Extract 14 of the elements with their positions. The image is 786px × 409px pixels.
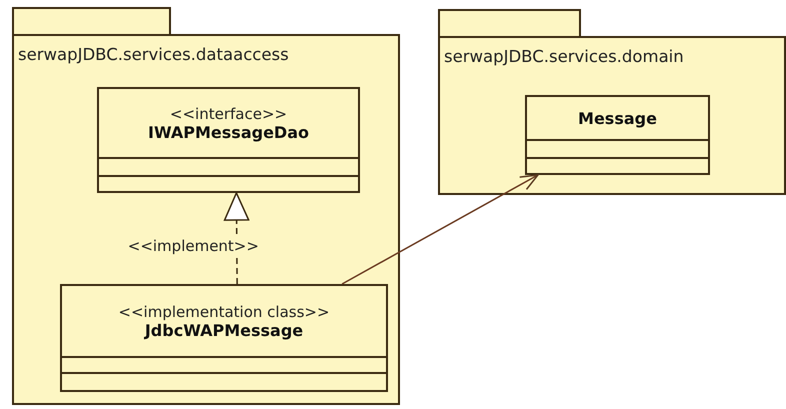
stereotype-label: <<interface>>: [170, 104, 288, 122]
package-name: serwapJDBC.services.domain: [444, 47, 684, 66]
class-box: [97, 87, 360, 193]
class-name: JdbcWAPMessage: [144, 320, 304, 340]
dependency-arrow: [342, 174, 539, 285]
package-frame: [12, 7, 400, 405]
package-name: serwapJDBC.services.dataaccess: [18, 45, 289, 64]
class-name: IWAPMessageDao: [148, 122, 309, 142]
class-box: [525, 95, 710, 175]
class-name: Message: [578, 108, 657, 128]
edge-label: <<implement>>: [126, 236, 260, 254]
class-box: [60, 284, 388, 392]
stereotype-label: <<implementation class>>: [118, 302, 330, 320]
package-frame: [438, 9, 786, 195]
